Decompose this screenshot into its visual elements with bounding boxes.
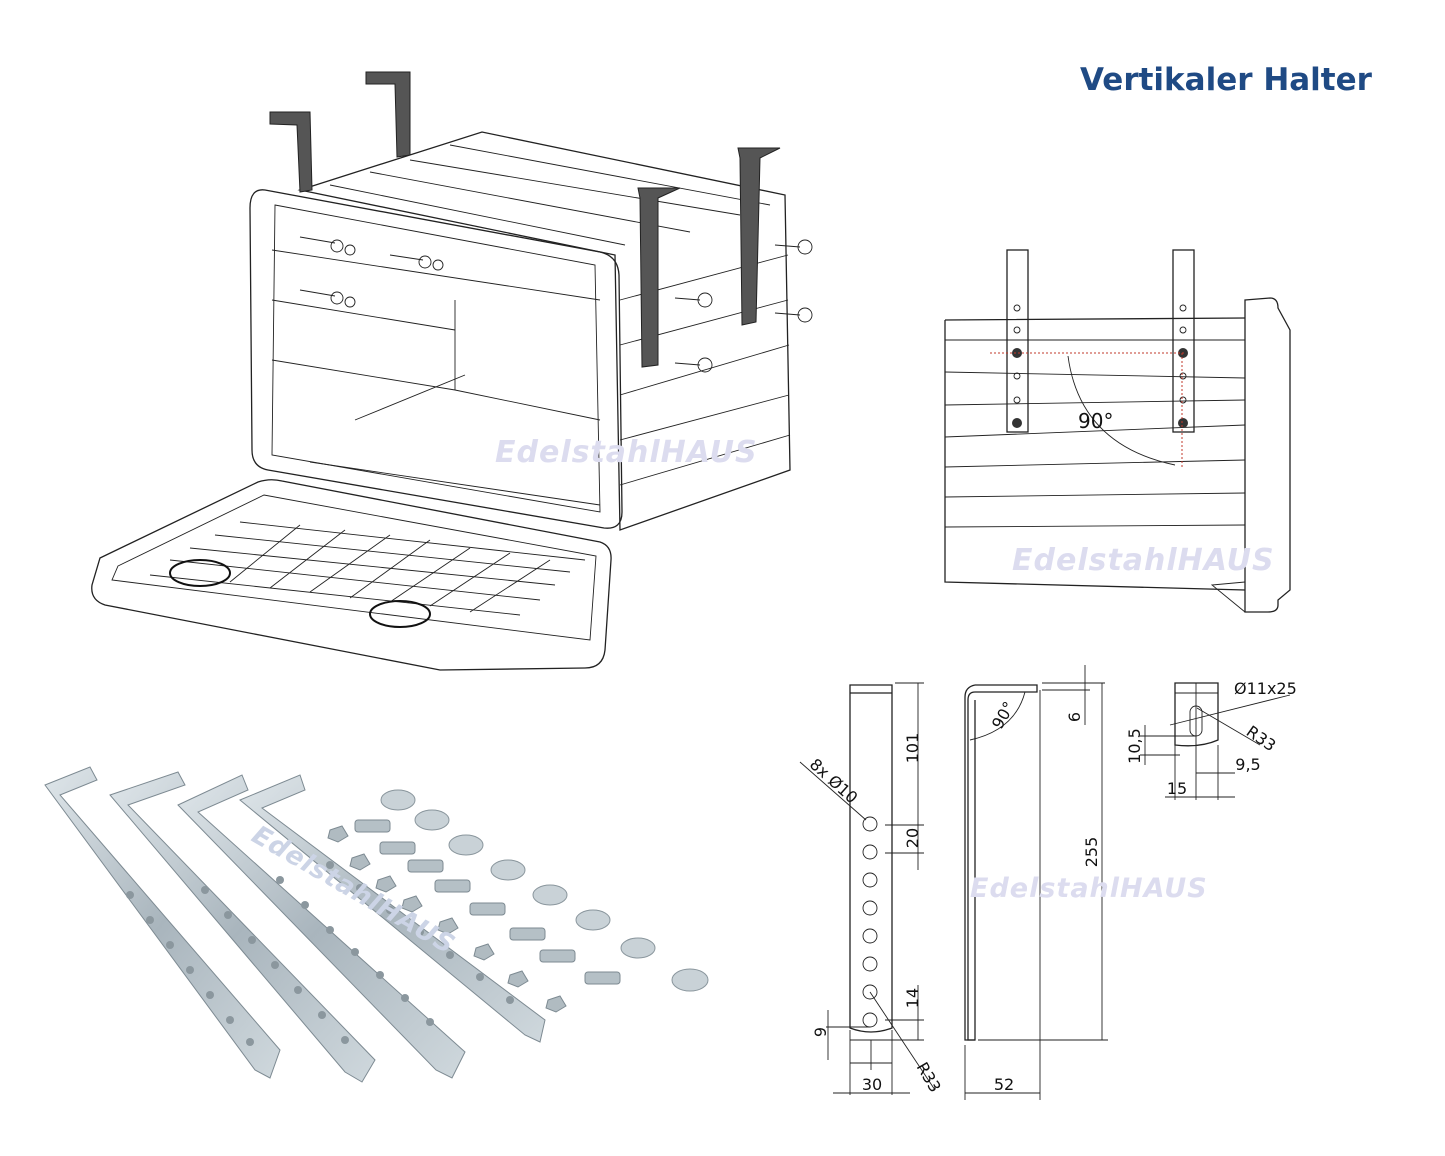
dim-15: 15 [1167,779,1187,798]
nuts [327,825,567,1013]
dim-9-5: 9,5 [1235,755,1260,774]
bolt-pins [299,236,813,373]
side-bracket-right [1172,249,1195,433]
angle-guide [990,352,1185,467]
side-view-illustration: 90° EdelstahlHAUS [944,249,1291,613]
dim-holes: 8x Ø10 [806,755,862,808]
page-title: Vertikaler Halter [1080,62,1372,98]
slot-detail: Ø11x25 R33 10,5 9,5 15 [1125,679,1297,800]
dim-52: 52 [994,1075,1014,1094]
technical-drawing: 101 20 14 9 30 R33 8x Ø10 90° 6 255 52 E… [799,665,1297,1100]
bracket-holes [126,861,514,1046]
dim-9: 9 [811,1027,830,1037]
dim-6: 6 [1065,712,1084,722]
profile-view: 90° 6 255 52 EdelstahlHAUS [964,665,1208,1100]
front-view: 101 20 14 9 30 R33 8x Ø10 [799,682,945,1096]
dim-30: 30 [862,1075,882,1094]
bolts [354,819,621,985]
dim-14: 14 [903,988,922,1008]
washers [380,789,709,992]
dim-10-5: 10,5 [1125,728,1144,764]
watermark: EdelstahlHAUS [1012,543,1275,578]
dim-detail-r33: R33 [1243,722,1280,756]
dim-101: 101 [903,733,922,764]
angle-label: 90° [1078,409,1113,433]
dim-255: 255 [1082,837,1101,868]
watermark: EdelstahlHAUS [970,873,1208,904]
side-bracket-left [1006,249,1029,433]
dim-20: 20 [903,828,922,848]
mounting-holes [862,816,878,1028]
lid-hinges [169,559,431,628]
toolbox-illustration: EdelstahlHAUS [91,71,813,671]
bracket-kit-photo: EdelstahlHAUS [44,766,709,1083]
dim-slot: Ø11x25 [1234,679,1297,698]
dim-90deg: 90° [988,698,1019,732]
watermark: EdelstahlHAUS [495,435,758,470]
hanger-brackets [269,71,781,368]
